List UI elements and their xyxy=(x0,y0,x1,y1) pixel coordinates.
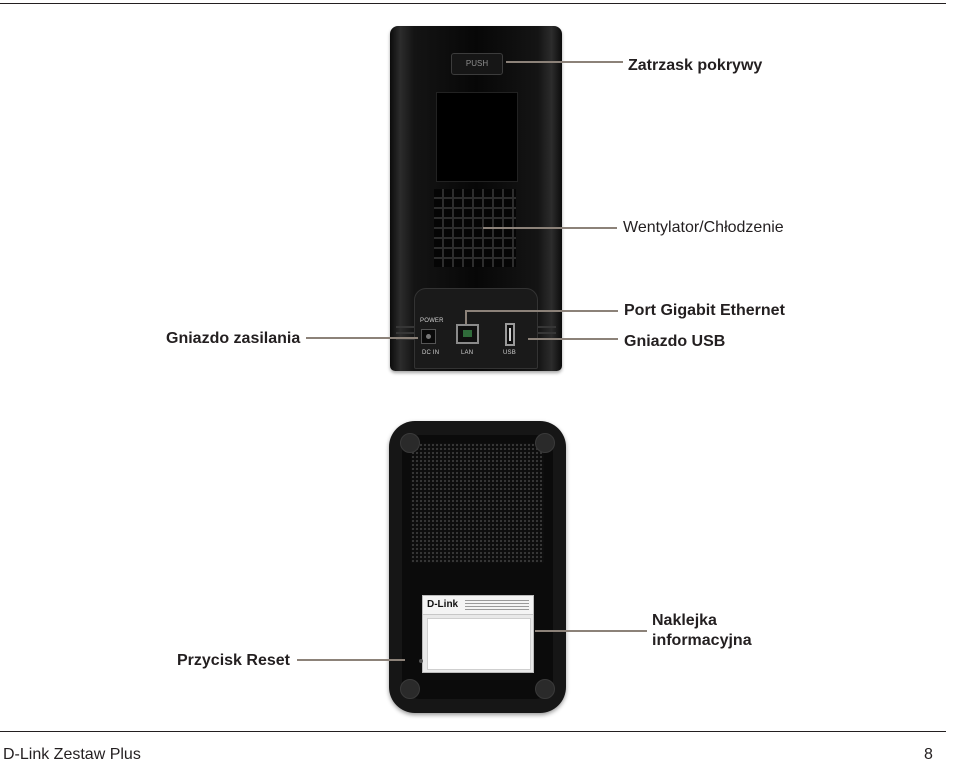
cover-latch-push-button: PUSH xyxy=(451,53,503,75)
side-vent xyxy=(396,326,414,328)
info-label-line1: Naklejka xyxy=(652,612,717,629)
rubber-foot xyxy=(400,433,420,453)
fan-label: Wentylator/Chłodzenie xyxy=(623,219,784,236)
lan-port-label: LAN xyxy=(461,350,474,356)
usb-port xyxy=(505,323,515,346)
dc-in-port xyxy=(421,329,436,344)
reset-pinhole xyxy=(419,659,423,663)
reset-button-label: Przycisk Reset xyxy=(177,652,290,669)
footer-product-name: D-Link Zestaw Plus xyxy=(3,746,141,763)
gigabit-port-label: Port Gigabit Ethernet xyxy=(624,302,785,319)
power-callout-line xyxy=(306,337,418,339)
usb-port-label: USB xyxy=(503,350,516,356)
device-bottom-image: D-Link xyxy=(389,421,566,713)
bottom-panel: D-Link xyxy=(402,435,553,699)
rubber-foot xyxy=(535,433,555,453)
side-vent xyxy=(396,338,414,340)
power-socket-label: Gniazdo zasilania xyxy=(166,330,301,347)
info-sticker: D-Link xyxy=(422,595,534,673)
device-front-image: PUSH POWER DC IN LAN USB xyxy=(390,26,562,371)
sticker-blank-area xyxy=(427,618,531,670)
port-panel: POWER DC IN LAN USB xyxy=(414,288,538,369)
reset-callout-line xyxy=(297,659,405,661)
usb-callout-line xyxy=(528,338,618,340)
power-port-label: POWER xyxy=(420,318,444,324)
rubber-foot xyxy=(535,679,555,699)
cover-latch-label: Zatrzask pokrywy xyxy=(628,57,763,74)
d-link-logo: D-Link xyxy=(427,599,459,610)
dc-in-port-label: DC IN xyxy=(422,350,440,356)
front-window xyxy=(436,92,518,182)
bottom-vent-mesh xyxy=(411,443,544,563)
top-rule xyxy=(0,3,946,4)
fan-callout-line xyxy=(483,227,617,229)
sticker-header: D-Link xyxy=(423,596,533,615)
gigabit-callout-line-vertical xyxy=(465,310,467,324)
info-label-callout-line xyxy=(535,630,647,632)
cover-latch-callout-line xyxy=(506,61,623,63)
side-vent xyxy=(396,332,414,334)
usb-socket-label: Gniazdo USB xyxy=(624,333,726,350)
bottom-rule xyxy=(0,731,946,732)
side-vent xyxy=(538,326,556,328)
sticker-fine-print xyxy=(465,600,529,610)
rubber-foot xyxy=(400,679,420,699)
gigabit-callout-line xyxy=(465,310,618,312)
side-vent xyxy=(538,332,556,334)
footer-page-number: 8 xyxy=(924,746,933,763)
lan-port xyxy=(456,324,479,344)
info-label-line2: informacyjna xyxy=(652,632,752,649)
